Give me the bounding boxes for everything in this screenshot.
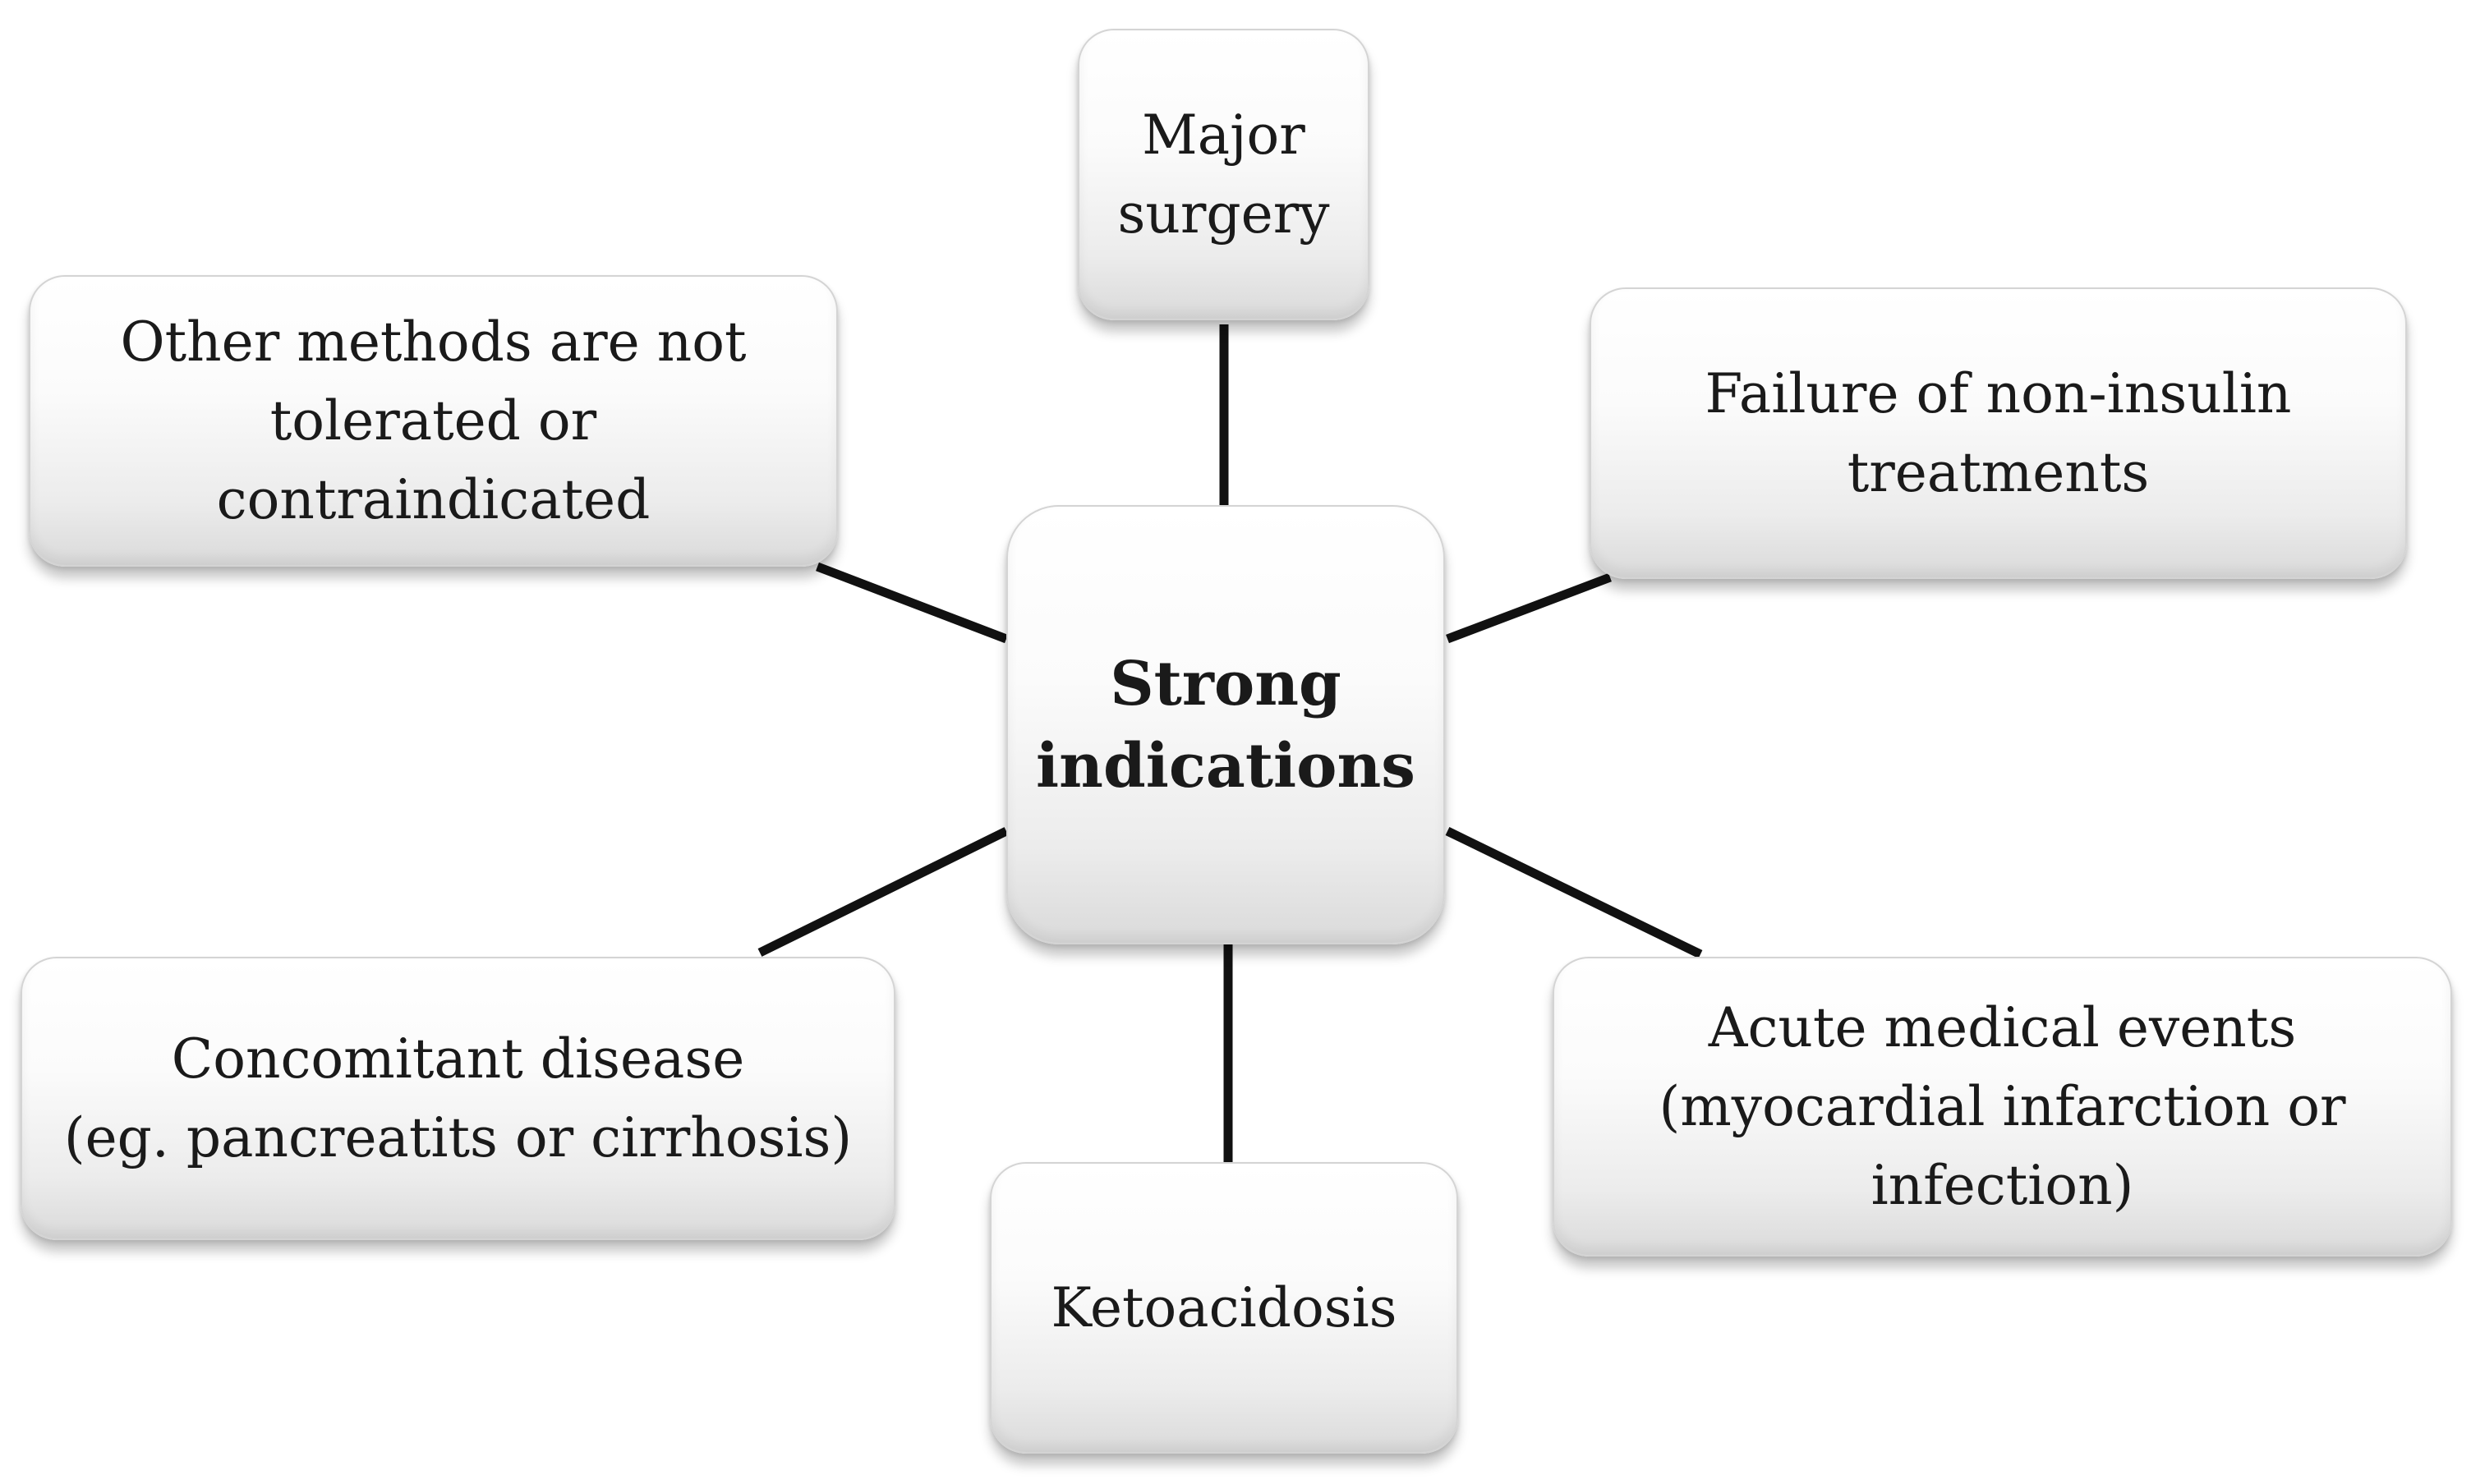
- connector-top-left: [816, 562, 1008, 644]
- node-other-methods: Other methods are not tolerated or contr…: [29, 275, 838, 567]
- node-failure-non-insulin: Failure of non-insulin treatments: [1590, 287, 2407, 579]
- node-acute-medical-events: Acute medical events (myocardial infarct…: [1553, 957, 2452, 1257]
- connector-bottom-right: [1445, 827, 1703, 958]
- connector-bottom-left: [757, 827, 1009, 957]
- node-concomitant-disease: Concomitant disease (eg. pancreatits or …: [21, 957, 895, 1240]
- node-ketoacidosis: Ketoacidosis: [990, 1162, 1458, 1454]
- node-major-surgery: Major surgery: [1078, 29, 1369, 320]
- connector-top-right: [1446, 572, 1612, 644]
- node-strong-indications: Strong indications: [1006, 505, 1445, 944]
